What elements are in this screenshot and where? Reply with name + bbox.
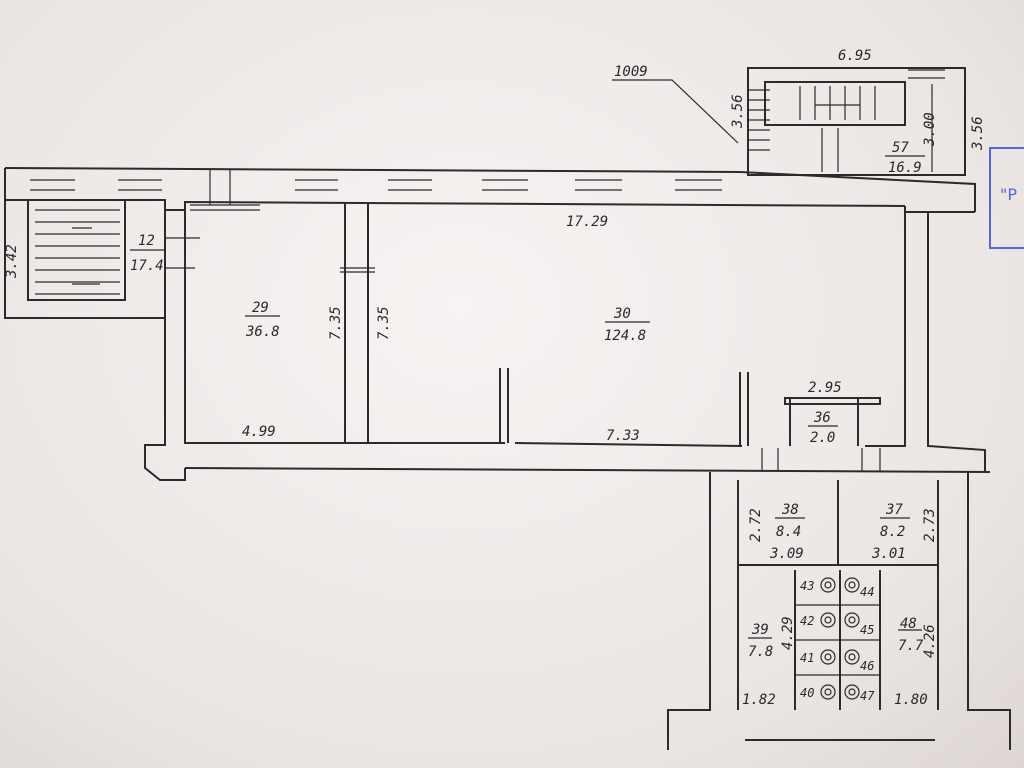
- room-57-number: 57: [892, 140, 909, 156]
- dim-2-73: 2.73: [922, 508, 938, 542]
- dim-7-35-right: 7.35: [376, 306, 392, 340]
- cubicle-41: 41: [800, 651, 814, 665]
- dim-7-35-left: 7.35: [328, 306, 344, 340]
- room-48-number: 48: [900, 616, 917, 632]
- room-12-area: 17.4: [130, 258, 164, 274]
- cubicle-43: 43: [800, 579, 814, 593]
- room-36-area: 2.0: [810, 430, 835, 446]
- dim-2-95: 2.95: [808, 380, 842, 396]
- stairs-left: [35, 209, 120, 295]
- stamp-text: "Р: [1000, 185, 1017, 204]
- dim-3-01: 3.01: [871, 546, 906, 562]
- room-39-number: 39: [751, 622, 769, 638]
- dim-17-29: 17.29: [566, 214, 608, 230]
- room-38-area: 8.4: [776, 524, 801, 540]
- sanitary-block: [667, 448, 1011, 750]
- window-marks: [30, 170, 722, 211]
- dim-4-29: 4.29: [780, 616, 796, 650]
- cubicle-42: 42: [800, 614, 814, 628]
- walls: [4, 167, 991, 481]
- room-29-number: 29: [252, 300, 269, 316]
- cubicle-45: 45: [860, 623, 874, 637]
- room-30-area: 124.8: [604, 328, 646, 344]
- room-12-number: 12: [138, 233, 155, 249]
- cubicle-47: 47: [860, 689, 875, 703]
- room-48-area: 7.7: [898, 638, 924, 654]
- dim-3-42: 3.42: [4, 244, 20, 279]
- building-ref-label: 1009: [614, 64, 648, 80]
- stamp-frame: [989, 147, 1024, 249]
- dim-3-56-right: 3.56: [970, 116, 986, 151]
- room-57-area: 16.9: [888, 160, 922, 176]
- leader-line: [612, 79, 739, 144]
- stair-tower: [747, 67, 966, 176]
- dim-1-82: 1.82: [742, 692, 776, 708]
- dim-4-99: 4.99: [242, 424, 276, 440]
- room-38-number: 38: [781, 502, 799, 518]
- room-39-area: 7.8: [748, 644, 773, 660]
- room-37-area: 8.2: [880, 524, 905, 540]
- room-29-area: 36.8: [245, 324, 280, 340]
- dim-3-00: 3.00: [922, 112, 938, 147]
- toilet-symbols: [820, 577, 860, 700]
- cubicle-44: 44: [860, 585, 874, 599]
- dim-1-80: 1.80: [894, 692, 928, 708]
- room-37-number: 37: [885, 502, 903, 518]
- dim-3-56-left: 3.56: [730, 94, 746, 129]
- room-30-number: 30: [613, 306, 631, 322]
- dim-2-72: 2.72: [748, 508, 764, 542]
- dim-4-26: 4.26: [922, 624, 938, 658]
- fraction-bars: [130, 155, 925, 639]
- room-36-number: 36: [813, 410, 831, 426]
- dim-3-09: 3.09: [769, 546, 804, 562]
- dim-7-33: 7.33: [606, 428, 640, 444]
- cubicle-46: 46: [860, 659, 874, 673]
- dim-6-95: 6.95: [838, 48, 872, 64]
- cubicle-40: 40: [800, 686, 814, 700]
